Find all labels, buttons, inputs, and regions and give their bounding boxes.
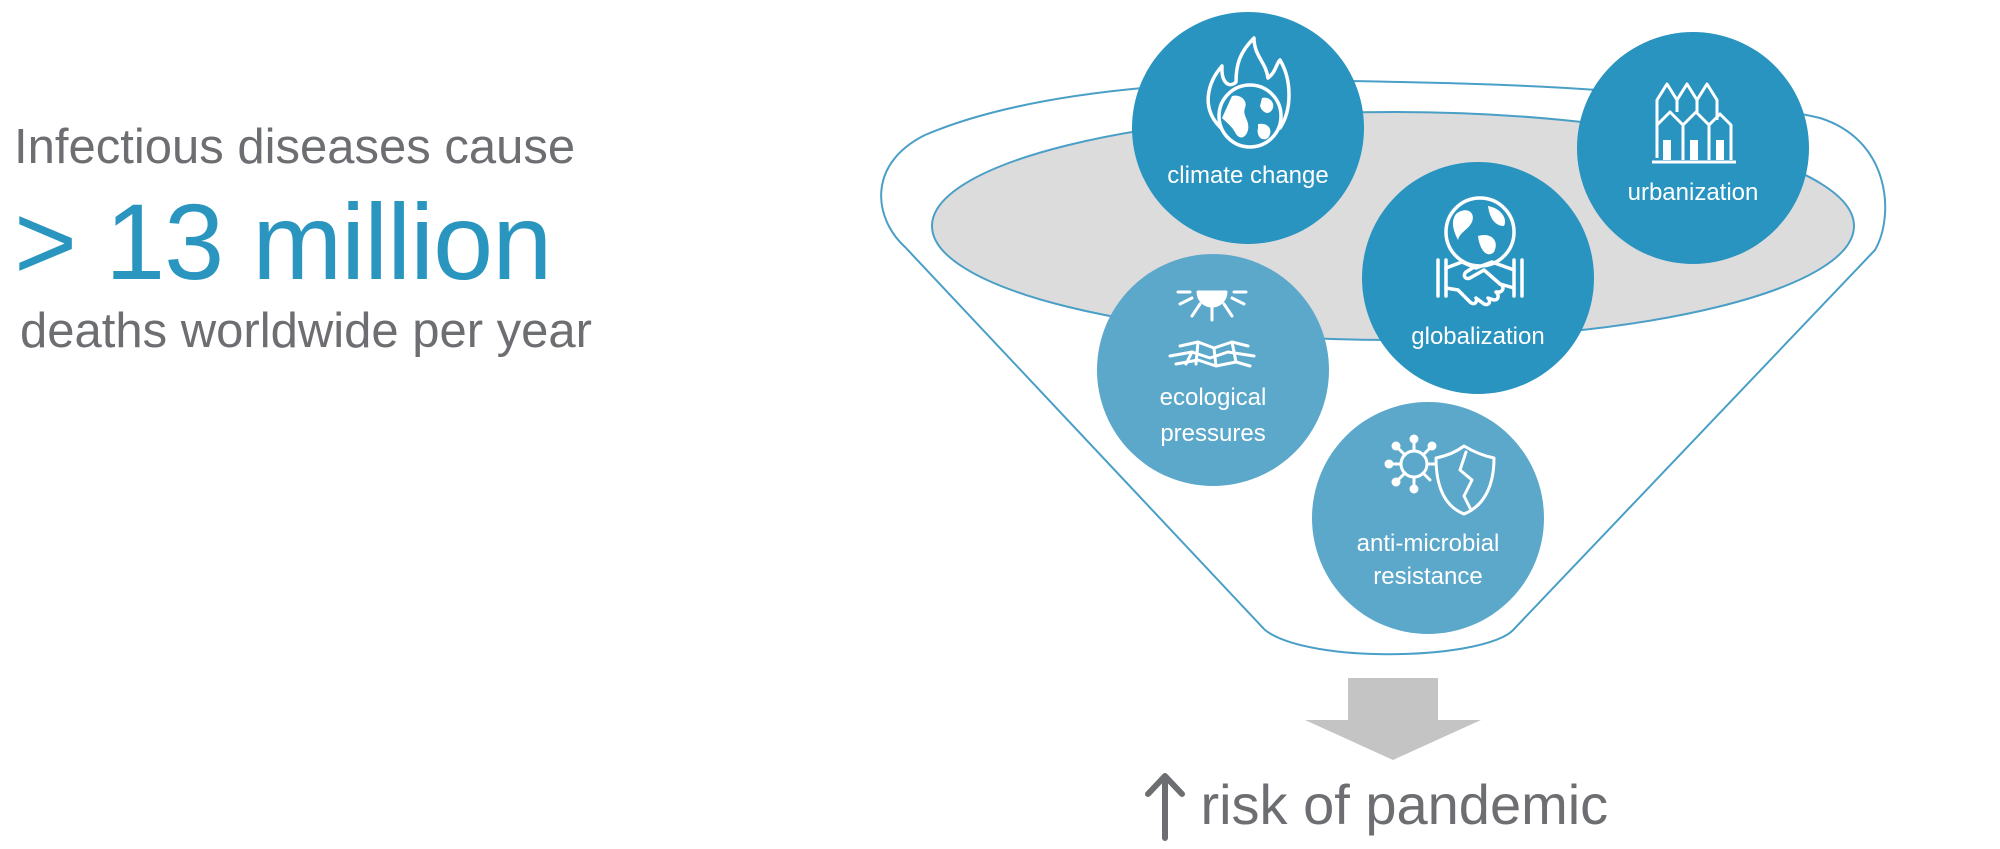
- sun-cracked-earth-icon: [1168, 290, 1256, 368]
- factor-urbanization: urbanization: [1577, 32, 1809, 264]
- headline-outro: deaths worldwide per year: [20, 304, 592, 358]
- factor-label-line: anti-microbial: [1357, 530, 1500, 557]
- headline: Infectious diseases cause > 13 million d…: [14, 118, 592, 360]
- climate-change-label: climate change: [1167, 162, 1328, 189]
- ecological-circle: [1097, 254, 1329, 486]
- down-arrow-icon: [1305, 678, 1481, 760]
- factor-label-line: resistance: [1373, 563, 1482, 590]
- globalization-label: globalization: [1411, 323, 1544, 350]
- factor-anti-microbial-resistance: anti-microbial resistance: [1312, 402, 1544, 634]
- urbanization-label: urbanization: [1628, 179, 1759, 206]
- headline-intro: Infectious diseases cause: [14, 120, 576, 174]
- houses-icon: [1652, 82, 1736, 164]
- outcome-text: risk of pandemic: [1200, 773, 1609, 836]
- headline-stat: > 13 million: [14, 181, 552, 302]
- factor-ecological-pressures: ecological pressures: [1097, 254, 1329, 486]
- microbe-shield-icon: [1384, 434, 1496, 516]
- burning-globe-icon: [1206, 36, 1291, 149]
- factor-globalization: globalization: [1362, 162, 1594, 394]
- factor-label-line: climate change: [1167, 162, 1328, 189]
- factor-label-line: urbanization: [1628, 179, 1759, 206]
- outcome: risk of pandemic: [1142, 768, 1608, 848]
- factor-label-line: ecological: [1160, 384, 1267, 411]
- anti-microbial-resistance-label: anti-microbial resistance: [1357, 530, 1500, 590]
- factor-label-line: pressures: [1160, 420, 1265, 447]
- factor-label-line: globalization: [1411, 323, 1544, 350]
- factor-climate-change: climate change: [1132, 12, 1364, 244]
- globalization-circle: [1362, 162, 1594, 394]
- globe-handshake-icon: [1436, 196, 1524, 307]
- amr-circle: [1312, 402, 1544, 634]
- ecological-pressures-label: ecological pressures: [1160, 384, 1267, 447]
- up-arrow-icon: [1145, 773, 1185, 841]
